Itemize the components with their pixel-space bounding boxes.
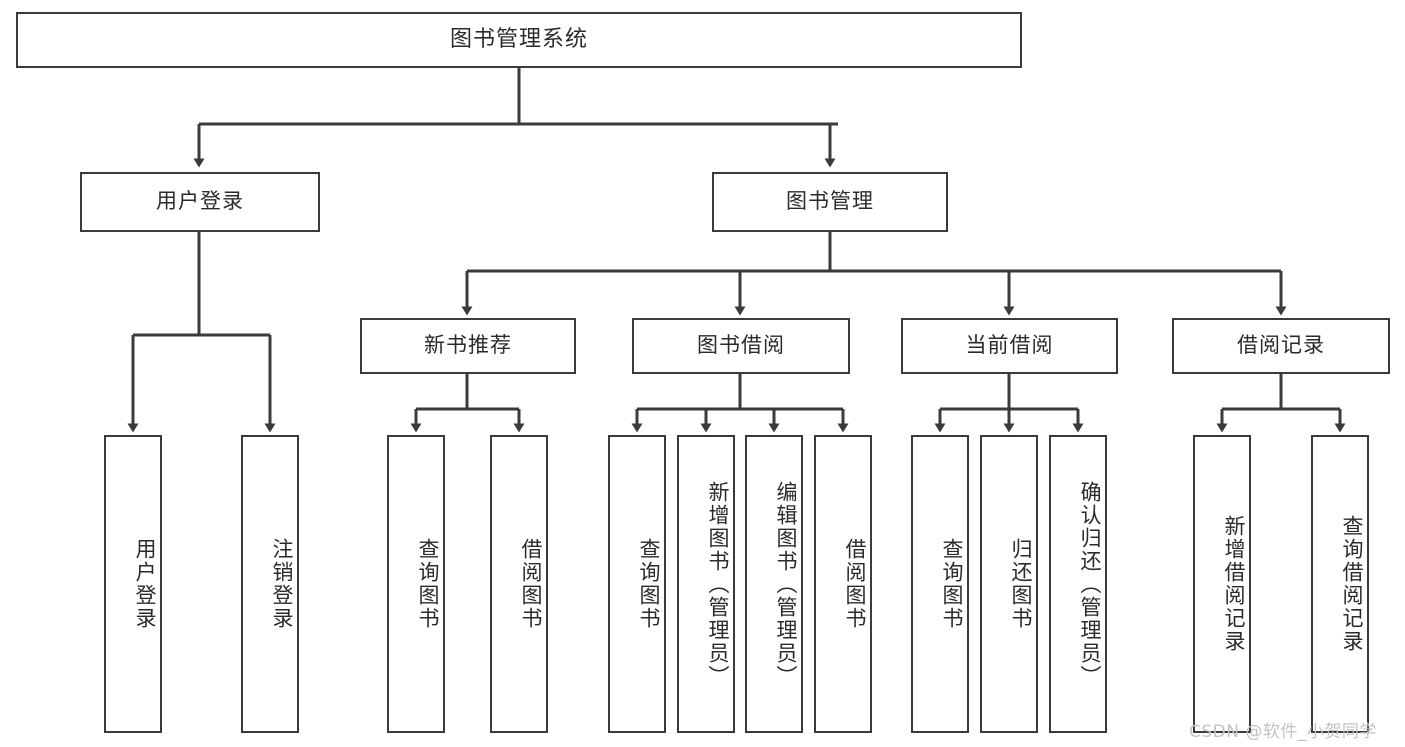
node-book-manage[interactable]: 图书管理 (712, 172, 948, 232)
node-label: 新书推荐 (424, 333, 512, 358)
leaf-logout-login[interactable]: 注销登录 (241, 435, 299, 733)
node-user-login[interactable]: 用户登录 (80, 172, 320, 232)
node-label: 新增借阅记录 (1222, 515, 1246, 653)
node-label: 查询图书 (416, 538, 440, 630)
leaf-borrow-book-1[interactable]: 借阅图书 (490, 435, 548, 733)
node-borrow-record[interactable]: 借阅记录 (1172, 318, 1390, 374)
leaf-confirm-return-admin[interactable]: 确认归还（管理员） (1049, 435, 1107, 733)
leaf-user-login[interactable]: 用户登录 (104, 435, 162, 733)
node-label: 查询图书 (940, 538, 964, 630)
node-label: 图书管理 (786, 189, 874, 214)
leaf-return-book[interactable]: 归还图书 (980, 435, 1038, 733)
node-label: 确认归还（管理员） (1078, 480, 1102, 688)
leaf-query-borrow-record[interactable]: 查询借阅记录 (1311, 435, 1369, 733)
leaf-edit-book-admin[interactable]: 编辑图书（管理员） (745, 435, 803, 733)
leaf-query-book-1[interactable]: 查询图书 (387, 435, 445, 733)
node-new-book-recommend[interactable]: 新书推荐 (360, 318, 576, 374)
leaf-query-book-2[interactable]: 查询图书 (608, 435, 666, 733)
watermark-credit: CSDN @软件_小贺同学 (1189, 722, 1377, 742)
node-current-borrow[interactable]: 当前借阅 (901, 318, 1118, 374)
node-label: 借阅图书 (843, 538, 867, 630)
node-label: 查询借阅记录 (1340, 515, 1364, 653)
node-label: 借阅图书 (519, 538, 543, 630)
leaf-add-borrow-record[interactable]: 新增借阅记录 (1193, 435, 1251, 733)
leaf-query-book-3[interactable]: 查询图书 (911, 435, 969, 733)
node-root-system[interactable]: 图书管理系统 (16, 12, 1022, 68)
node-label: 归还图书 (1009, 538, 1033, 630)
node-label: 当前借阅 (965, 333, 1054, 358)
node-label: 注销登录 (270, 538, 294, 630)
leaf-add-book-admin[interactable]: 新增图书（管理员） (677, 435, 735, 733)
node-label: 用户登录 (133, 538, 157, 630)
node-label: 图书管理系统 (449, 26, 588, 52)
node-label: 借阅记录 (1237, 333, 1325, 358)
node-label: 编辑图书（管理员） (774, 480, 798, 688)
leaf-borrow-book-2[interactable]: 借阅图书 (814, 435, 872, 733)
node-label: 图书借阅 (697, 333, 785, 358)
node-label: 用户登录 (156, 189, 244, 214)
node-label: 查询图书 (637, 538, 661, 630)
node-book-borrow[interactable]: 图书借阅 (632, 318, 850, 374)
node-label: 新增图书（管理员） (706, 480, 730, 688)
